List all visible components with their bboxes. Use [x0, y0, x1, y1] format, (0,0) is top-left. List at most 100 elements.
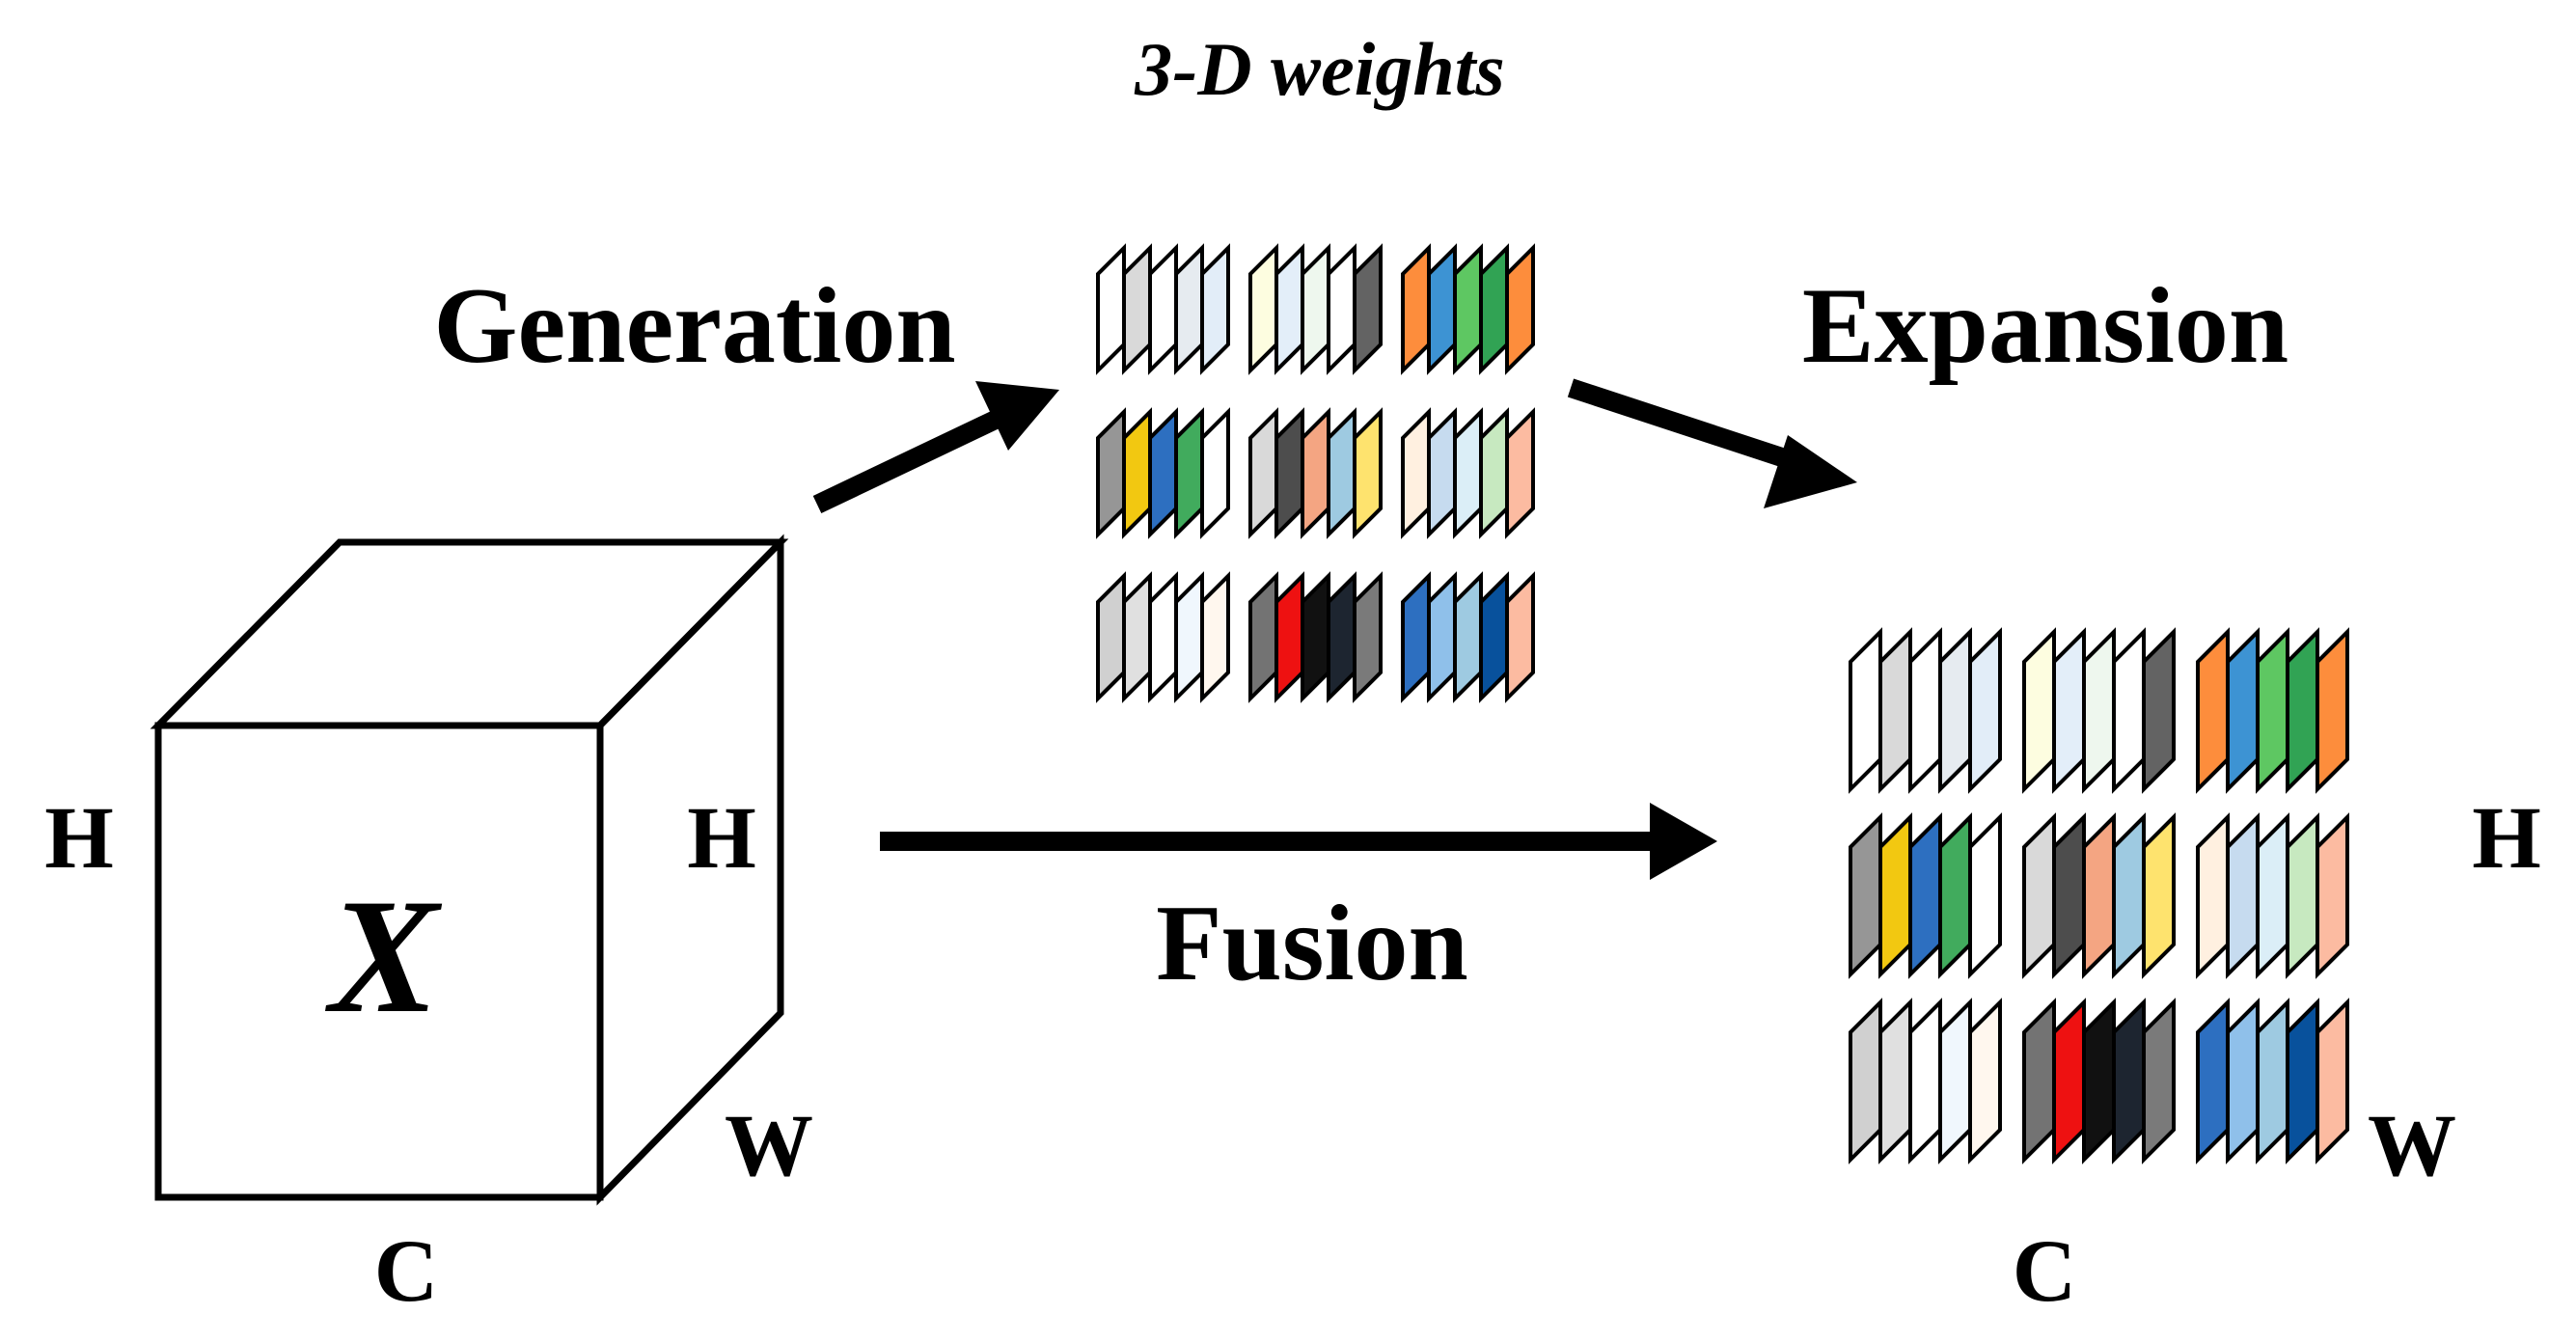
generated-weight-strip-8-cell-5	[1353, 571, 1383, 703]
generated-weight-strip-6-cell-4	[1479, 407, 1509, 539]
expansion-label: Expansion	[1802, 266, 2288, 386]
generated-weight-strip-2-cell-3	[1301, 243, 1330, 375]
left-height-label: H	[44, 788, 114, 887]
expanded-weight-strip-4-cell-1	[1849, 812, 1882, 979]
generated-weight-strip-2-cell-4	[1327, 243, 1357, 375]
generated-weight-strip-8-cell-4	[1327, 571, 1357, 703]
expanded-weight-strip-4-cell-4	[1938, 812, 1972, 979]
expanded-weight-strip-6	[2196, 812, 2349, 979]
expanded-weight-strip-3	[2196, 627, 2349, 794]
cube-width-label: W	[725, 1096, 813, 1194]
expanded-weight-strip-7-cell-1	[1849, 998, 1882, 1164]
generated-weight-strip-9-cell-4	[1479, 571, 1509, 703]
expanded-weight-strip-6-cell-5	[2316, 812, 2349, 979]
expanded-weight-strip-8	[2022, 998, 2176, 1164]
generated-weight-strip-7-cell-5	[1200, 571, 1230, 703]
generated-weight-strip-2-cell-5	[1353, 243, 1383, 375]
expanded-weight-strip-8-cell-3	[2082, 998, 2116, 1164]
expanded-weight-strip-7-cell-3	[1908, 998, 1942, 1164]
out-height-label: H	[2472, 788, 2541, 887]
expanded-weight-strip-4-cell-3	[1908, 812, 1942, 979]
expanded-weight-strip-3-cell-1	[2196, 627, 2230, 794]
expanded-weight-strip-5-cell-2	[2052, 812, 2086, 979]
generated-weight-strip-2-cell-1	[1248, 243, 1278, 375]
generated-weight-strip-9-cell-5	[1505, 571, 1535, 703]
input-cube	[150, 534, 789, 1206]
expanded-weight-strip-1-cell-4	[1938, 627, 1972, 794]
generated-weight-strip-5-cell-3	[1301, 407, 1330, 539]
generated-weight-strip-3-cell-2	[1427, 243, 1457, 375]
generated-weight-strip-4-cell-2	[1122, 407, 1152, 539]
expanded-weight-strip-9-cell-5	[2316, 998, 2349, 1164]
generated-weight-strip-4	[1096, 407, 1230, 539]
generated-weight-strip-6-cell-5	[1505, 407, 1535, 539]
expanded-weight-strip-9-cell-1	[2196, 998, 2230, 1164]
expanded-weight-strip-3-cell-4	[2286, 627, 2319, 794]
expanded-weight-strip-1-cell-5	[1968, 627, 2002, 794]
cube-symbol: X	[324, 865, 442, 1047]
cube-height-label: H	[687, 788, 756, 887]
generated-weight-strip-3	[1401, 243, 1535, 375]
expanded-weight-strip-2	[2022, 627, 2176, 794]
expanded-weight-strip-7-cell-4	[1938, 998, 1972, 1164]
expanded-weight-strip-4	[1849, 812, 2002, 979]
expanded-weight-strip-1-cell-2	[1878, 627, 1912, 794]
generated-weight-strip-1-cell-1	[1096, 243, 1126, 375]
cube-channel-label: C	[374, 1221, 438, 1320]
generated-weight-strip-1-cell-3	[1148, 243, 1178, 375]
generated-weight-strip-9-cell-3	[1453, 571, 1483, 703]
generated-weight-strip-8-cell-1	[1248, 571, 1278, 703]
expanded-weight-strip-9	[2196, 998, 2349, 1164]
expanded-weight-strip-2-cell-2	[2052, 627, 2086, 794]
expanded-weight-strip-7	[1849, 998, 2002, 1164]
generated-weight-strip-6-cell-2	[1427, 407, 1457, 539]
generated-weight-strip-3-cell-4	[1479, 243, 1509, 375]
expanded-weight-strip-5-cell-4	[2112, 812, 2146, 979]
generation-label: Generation	[433, 266, 955, 386]
generated-weight-strip-5-cell-1	[1248, 407, 1278, 539]
generated-weight-strip-5-cell-5	[1353, 407, 1383, 539]
expanded-weight-strip-8-cell-2	[2052, 998, 2086, 1164]
generated-weight-strip-6-cell-1	[1401, 407, 1431, 539]
expanded-weight-strip-8-cell-5	[2142, 998, 2176, 1164]
generated-weight-strip-6	[1401, 407, 1535, 539]
generated-weight-strip-6-cell-3	[1453, 407, 1483, 539]
expanded-weight-strip-7-cell-5	[1968, 998, 2002, 1164]
expanded-3d-weights	[1849, 627, 2349, 1164]
expanded-weight-strip-1-cell-3	[1908, 627, 1942, 794]
generated-weight-strip-3-cell-5	[1505, 243, 1535, 375]
expanded-weight-strip-6-cell-4	[2286, 812, 2319, 979]
expanded-weight-strip-4-cell-5	[1968, 812, 2002, 979]
expanded-weight-strip-4-cell-2	[1878, 812, 1912, 979]
expansion-arrow	[1567, 378, 1857, 508]
generated-weight-strip-7	[1096, 571, 1230, 703]
expanded-weight-strip-6-cell-2	[2226, 812, 2260, 979]
fusion-label: Fusion	[1156, 884, 1468, 1003]
generated-weight-strip-7-cell-4	[1174, 571, 1204, 703]
generated-weight-strip-8-cell-2	[1274, 571, 1304, 703]
generated-weight-strip-3-cell-3	[1453, 243, 1483, 375]
cube-front-face	[154, 722, 604, 1201]
expanded-weight-strip-1	[1849, 627, 2002, 794]
generated-weight-strip-3-cell-1	[1401, 243, 1431, 375]
generated-weight-strip-4-cell-4	[1174, 407, 1204, 539]
generated-weight-strip-1-cell-2	[1122, 243, 1152, 375]
out-width-label: W	[2368, 1096, 2456, 1194]
expanded-weight-strip-3-cell-3	[2256, 627, 2289, 794]
generated-weight-strip-5-cell-2	[1274, 407, 1304, 539]
generated-weight-strip-4-cell-1	[1096, 407, 1126, 539]
generated-weight-strip-1	[1096, 243, 1230, 375]
expanded-weight-strip-5-cell-3	[2082, 812, 2116, 979]
generated-weight-strip-7-cell-3	[1148, 571, 1178, 703]
generated-weight-strip-7-cell-2	[1122, 571, 1152, 703]
generated-weight-strip-4-cell-3	[1148, 407, 1178, 539]
expanded-weight-strip-3-cell-2	[2226, 627, 2260, 794]
generated-weight-strip-5	[1248, 407, 1383, 539]
generated-weight-strip-5-cell-4	[1327, 407, 1357, 539]
expanded-weight-strip-2-cell-1	[2022, 627, 2056, 794]
expanded-weight-strip-5	[2022, 812, 2176, 979]
expanded-weight-strip-1-cell-1	[1849, 627, 1882, 794]
generated-weight-strip-9-cell-2	[1427, 571, 1457, 703]
generated-weight-strip-1-cell-5	[1200, 243, 1230, 375]
